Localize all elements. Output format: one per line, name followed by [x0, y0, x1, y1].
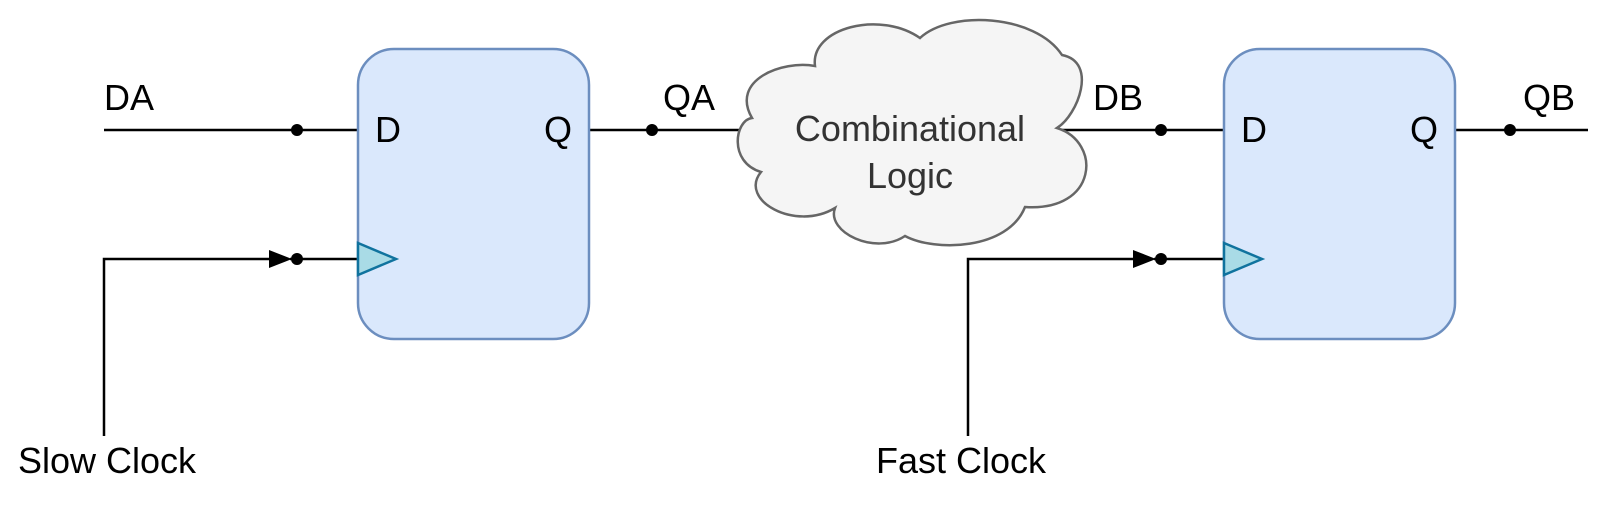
slow-clock-arrow-icon	[269, 250, 292, 268]
cloud-label-line1: Combinational	[795, 108, 1025, 149]
combinational-logic-cloud: Combinational Logic	[736, 18, 1088, 247]
flip-flop-b-q-port: Q	[1410, 109, 1438, 150]
wire-slow-clock	[102, 257, 358, 436]
flip-flop-b-body	[1222, 47, 1457, 341]
wire-fast-clock	[966, 257, 1224, 436]
slow-clock-label: Slow Clock	[18, 440, 197, 481]
signal-label-da: DA	[104, 77, 154, 118]
junction-dot-da	[291, 124, 303, 136]
fast-clock-label: Fast Clock	[876, 440, 1047, 481]
junction-dot-slow-clock	[291, 253, 303, 265]
signal-label-qb: QB	[1523, 77, 1575, 118]
clock-input-triangle-icon	[1222, 241, 1266, 277]
flip-flop-b-d-port: D	[1241, 109, 1267, 150]
fast-clock-arrow-icon	[1133, 250, 1156, 268]
junction-dot-db	[1155, 124, 1167, 136]
cloud-shape	[736, 18, 1088, 247]
flip-flop-a-body	[356, 47, 591, 341]
junction-dot-qa	[646, 124, 658, 136]
junction-dot-fast-clock	[1155, 253, 1167, 265]
flip-flop-a: D Q	[356, 47, 591, 341]
flip-flop-b: D Q	[1222, 47, 1457, 341]
cloud-label-line2: Logic	[867, 155, 953, 196]
signal-label-qa: QA	[663, 77, 715, 118]
flip-flop-a-d-port: D	[375, 109, 401, 150]
junction-dot-qb	[1504, 124, 1516, 136]
flip-flop-a-q-port: Q	[544, 109, 572, 150]
signal-label-db: DB	[1093, 77, 1143, 118]
clock-input-triangle-icon	[356, 241, 400, 277]
